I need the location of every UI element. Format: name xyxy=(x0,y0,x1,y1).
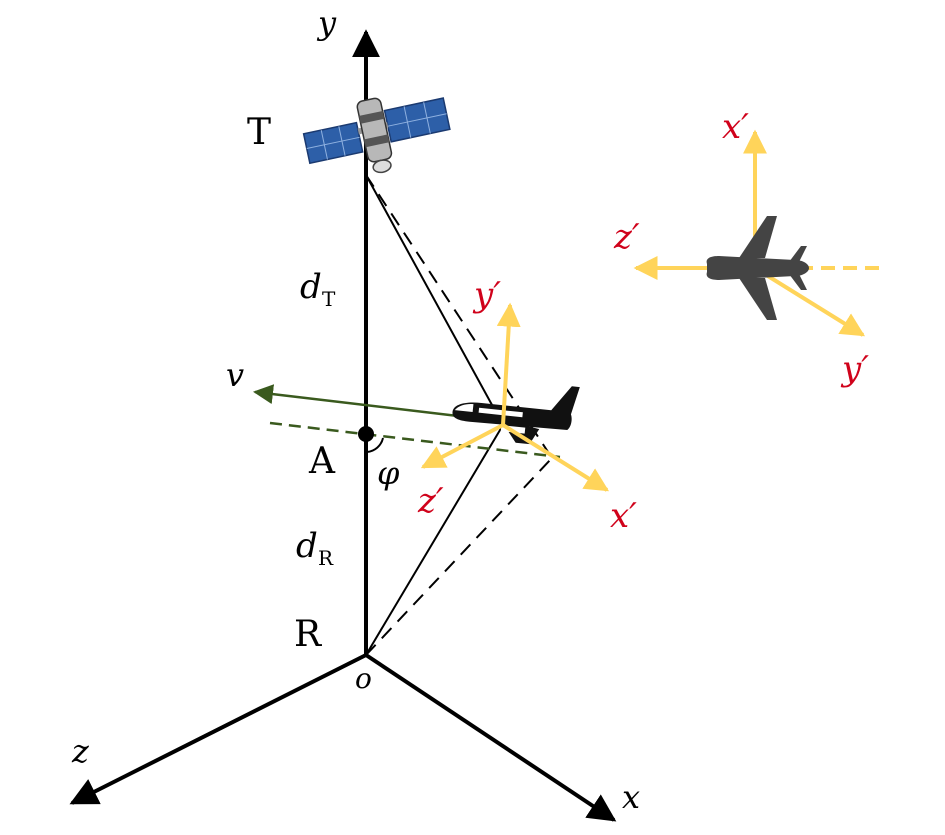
distance-dr-main: d xyxy=(296,526,318,566)
airplane-top-view-icon xyxy=(706,216,809,320)
velocity-label: v xyxy=(226,356,244,394)
inset-y-axis xyxy=(753,266,866,337)
trajectory-dashed-line xyxy=(269,421,561,459)
x-axis-label: x xyxy=(622,778,640,816)
body-z-label: z′ xyxy=(417,481,444,521)
body-x-label: x′ xyxy=(610,496,637,536)
z-axis-label: z xyxy=(71,732,90,770)
body-z-axis xyxy=(420,423,504,469)
distance-dt-label: d T xyxy=(300,267,336,311)
angle-phi-label: φ xyxy=(377,454,400,492)
x-axis xyxy=(364,653,617,822)
inset-x-label: x′ xyxy=(722,107,749,147)
satellite-icon xyxy=(302,97,451,174)
distance-dr-subscript: R xyxy=(318,546,334,570)
inset-y-label: y′ xyxy=(840,349,869,389)
distance-dt-subscript: T xyxy=(322,287,336,311)
point-a-label: A xyxy=(308,441,336,482)
inset-z-label: z′ xyxy=(613,217,640,257)
z-axis xyxy=(69,653,367,805)
receiver-label: R xyxy=(294,614,322,655)
body-x-axis xyxy=(501,423,610,492)
airplane-icon xyxy=(452,386,580,445)
receiver-to-aircraft-line xyxy=(365,424,504,656)
distance-dr-label: d R xyxy=(296,526,334,570)
transmitter-label: T xyxy=(247,112,271,153)
origin-label: o xyxy=(355,662,372,695)
point-a-dot xyxy=(358,426,374,442)
transmitter-to-aircraft-line xyxy=(365,174,504,426)
angle-arc-phi xyxy=(366,437,384,453)
distance-dt-main: d xyxy=(300,267,322,307)
body-y-label: y′ xyxy=(472,275,501,315)
body-y-axis xyxy=(496,302,521,426)
y-axis-label: y xyxy=(316,4,337,42)
